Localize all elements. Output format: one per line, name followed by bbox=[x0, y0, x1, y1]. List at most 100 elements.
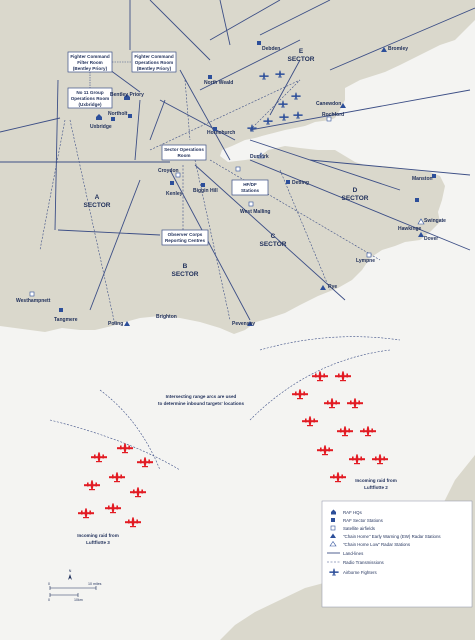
place-bentley-priory: Bentley Priory bbox=[110, 92, 144, 98]
svg-text:Airborne Fighters: Airborne Fighters bbox=[343, 570, 377, 575]
svg-text:0: 0 bbox=[48, 598, 50, 602]
svg-text:(Uxbridge): (Uxbridge) bbox=[79, 102, 102, 107]
place-dunkirk: Dunkirk bbox=[250, 154, 269, 160]
satellite-airfield-icon bbox=[330, 525, 336, 531]
place-rochford: Rochford bbox=[322, 112, 344, 118]
fighter-command-operations-room-box: Fighter Command Operations Room (Bentley… bbox=[131, 51, 177, 73]
range-arcs-note-line1: Intersecting range arcs are used bbox=[166, 394, 237, 399]
sector-a-letter: A bbox=[95, 194, 100, 201]
raid-left-note-line1: Incoming raid from bbox=[77, 533, 119, 538]
sector-station-icon bbox=[432, 174, 436, 178]
svg-text:Reporting Centres: Reporting Centres bbox=[165, 238, 206, 243]
box-connectors bbox=[89, 61, 132, 88]
sector-station-icon bbox=[208, 75, 212, 79]
svg-text:(Bentley Priory): (Bentley Priory) bbox=[137, 66, 172, 71]
svg-text:10km: 10km bbox=[74, 598, 83, 602]
sector-station-icon bbox=[59, 308, 63, 312]
chain-home-icon bbox=[381, 47, 387, 52]
chain-home-low-icon bbox=[257, 152, 265, 159]
chain-home-icon bbox=[320, 285, 326, 290]
sector-station-icon bbox=[201, 183, 205, 187]
satellite-airfield-icon bbox=[248, 201, 254, 207]
legend: RAF HQs RAF Sector Stations Satellite ai… bbox=[321, 500, 473, 608]
sector-e-letter: E bbox=[299, 48, 304, 55]
chain-home-low-icon bbox=[417, 218, 425, 225]
place-detling: Detling bbox=[292, 180, 309, 186]
place-kenley: Kenley bbox=[166, 191, 183, 197]
place-debden: Debden bbox=[262, 46, 280, 52]
sector-b-word: SECTOR bbox=[172, 271, 199, 278]
sector-operations-room-box: Sector Operations Room bbox=[161, 144, 207, 161]
svg-text:"Chain Home Low" Radar Station: "Chain Home Low" Radar Stations bbox=[343, 542, 411, 547]
satellite-airfield-icon bbox=[175, 172, 181, 178]
place-poling: Poling bbox=[108, 321, 123, 327]
sector-station-icon bbox=[415, 198, 419, 202]
raid-right-note-line2: Luftflotte 2 bbox=[364, 485, 388, 490]
group-operations-room-box: No 11 Group Operations Room (Uxbridge) bbox=[67, 87, 113, 109]
svg-text:Operations Room: Operations Room bbox=[71, 96, 110, 101]
sector-c-word: SECTOR bbox=[260, 241, 287, 248]
place-bromley: Bromley bbox=[388, 46, 408, 52]
sector-station-icon bbox=[331, 518, 335, 522]
sector-station-icon bbox=[213, 127, 217, 131]
place-west-malling: West Malling bbox=[240, 209, 270, 215]
place-lympne: Lympne bbox=[356, 258, 375, 264]
sector-station-icon bbox=[170, 181, 174, 185]
sector-station-icon bbox=[128, 114, 132, 118]
sector-station-icon bbox=[257, 41, 261, 45]
place-manston: Manston bbox=[412, 176, 433, 182]
chain-home-icon bbox=[124, 321, 130, 326]
place-names: Debden North Weald Bentley Priory Northo… bbox=[16, 46, 446, 327]
place-north-weald: North Weald bbox=[204, 80, 233, 86]
raf-hq-icon bbox=[331, 509, 336, 515]
sector-station-icon bbox=[286, 180, 290, 184]
place-northolt: Northolt bbox=[108, 111, 128, 117]
place-brighton: Brighton bbox=[156, 314, 177, 320]
svg-text:HF/DF: HF/DF bbox=[243, 182, 257, 187]
place-swingate: Swingate bbox=[424, 218, 446, 224]
place-canewdon: Canewdon bbox=[316, 101, 341, 107]
range-arcs-note-line2: to determine inbound targets' locations bbox=[158, 401, 245, 406]
scale-bar: N 0 10 miles 0 10km bbox=[48, 569, 102, 602]
svg-text:RAF HQs: RAF HQs bbox=[343, 510, 363, 515]
svg-text:0: 0 bbox=[48, 582, 50, 586]
svg-text:Satellite airfields: Satellite airfields bbox=[343, 526, 376, 531]
svg-text:Operations Room: Operations Room bbox=[135, 60, 174, 65]
thames-estuary bbox=[228, 121, 345, 156]
svg-text:Filter Room: Filter Room bbox=[77, 60, 103, 65]
place-westhampnett: Westhampnett bbox=[16, 298, 51, 304]
radio-transmissions bbox=[39, 79, 381, 326]
sector-d-word: SECTOR bbox=[342, 195, 369, 202]
land-lines bbox=[0, 0, 475, 321]
svg-text:10 miles: 10 miles bbox=[88, 582, 102, 586]
raid-left-note-line2: Luftflotte 3 bbox=[86, 540, 110, 545]
place-hornchurch: Hornchurch bbox=[207, 130, 235, 136]
place-biggin-hill: Biggin Hill bbox=[193, 188, 218, 194]
sector-d-letter: D bbox=[353, 187, 358, 194]
svg-text:Observer Corps: Observer Corps bbox=[168, 232, 203, 237]
place-dover: Dover bbox=[424, 236, 438, 242]
sector-station-icon bbox=[111, 117, 115, 121]
svg-text:(Bentley Priory): (Bentley Priory) bbox=[73, 66, 108, 71]
satellite-airfield-icon bbox=[326, 116, 332, 122]
range-arcs bbox=[49, 336, 401, 471]
svg-text:Fighter Command: Fighter Command bbox=[134, 54, 173, 59]
satellite-airfield-icon bbox=[235, 166, 241, 172]
sector-c-letter: C bbox=[271, 233, 276, 240]
raf-hq-icon bbox=[124, 94, 130, 100]
svg-text:Room: Room bbox=[177, 153, 190, 158]
chain-home-icon bbox=[418, 232, 424, 237]
chain-home-icon bbox=[340, 103, 346, 108]
place-rye: Rye bbox=[328, 284, 337, 290]
svg-text:Fighter Command: Fighter Command bbox=[70, 54, 109, 59]
svg-text:Land-lines: Land-lines bbox=[343, 551, 364, 556]
svg-text:RAF Sector Stations: RAF Sector Stations bbox=[343, 518, 384, 523]
raf-hq-icon bbox=[96, 114, 102, 120]
chain-home-icon bbox=[330, 533, 336, 538]
satellite-airfield-icon bbox=[366, 252, 372, 258]
chain-home-icon bbox=[247, 321, 253, 326]
place-pevensey: Pevensey bbox=[232, 321, 255, 327]
raid-right-note-line1: Incoming raid from bbox=[355, 478, 397, 483]
svg-text:Sector Operations: Sector Operations bbox=[164, 147, 204, 152]
